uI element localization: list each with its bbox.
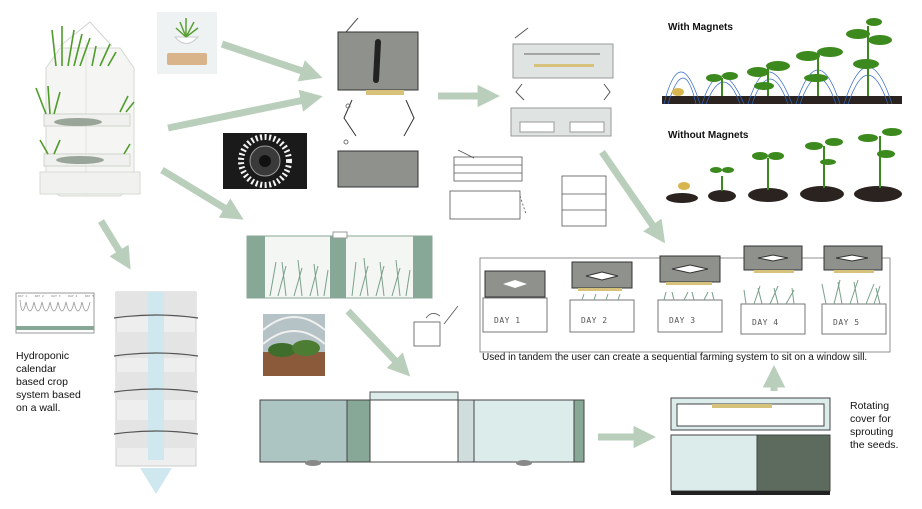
caption-rotating: Rotating cover for sprouting the seeds.: [850, 400, 898, 452]
caption-tandem: Used in tandem the user can create a seq…: [482, 352, 868, 363]
arrow-cover-to-sequence: [599, 150, 666, 244]
mini-chart-day-labels: DAY 1 DAY 2 DAY 3 DAY 4 DAY 5: [18, 294, 94, 298]
mini-calendar-chart: [15, 292, 95, 334]
heading-without-magnets: Without Magnets: [668, 130, 749, 141]
plant-growth-with-magnets: [662, 18, 902, 105]
caption-line: system based: [16, 389, 81, 401]
heading-with-magnets: With Magnets: [668, 22, 733, 33]
caption-line: cover for: [850, 413, 891, 425]
caption-line: based crop: [16, 376, 68, 388]
caption-line: the seeds.: [850, 439, 899, 451]
mini-chart-label: DAY 5: [84, 294, 94, 298]
day-label-3: DAY 3: [669, 316, 696, 325]
arrow-tower-to-panel: [167, 89, 323, 132]
caption-line: Hydroponic: [16, 350, 70, 362]
levitating-plant-photo: [157, 12, 217, 74]
arrow-lamp-to-panel: [220, 40, 323, 82]
caption-line: on a wall.: [16, 402, 61, 414]
rotate-sketch-icon: [413, 305, 459, 347]
sketch-drawers: [449, 149, 607, 227]
arrow-tower-to-garden: [160, 167, 244, 220]
magnet-panel-exploded: [337, 17, 419, 188]
long-planter: [259, 391, 585, 466]
caption-line: calendar: [16, 363, 57, 375]
arrow-garden-to-planter: [345, 308, 411, 377]
day-label-4: DAY 4: [752, 318, 779, 327]
arrow-tower-to-wall: [98, 219, 131, 270]
grass-garden-unit: [246, 231, 433, 299]
flow-arrows: [98, 40, 786, 449]
day-label-1: DAY 1: [494, 316, 521, 325]
caption-line: Rotating: [850, 400, 890, 412]
cover-exploded: [510, 27, 614, 137]
caption-hydroponic: Hydroponic calendar based crop system ba…: [16, 350, 81, 415]
day-label-2: DAY 2: [581, 316, 608, 325]
caption-line: sprouting: [850, 426, 894, 438]
plant-growth-without-magnets: [666, 128, 902, 203]
day-label-5: DAY 5: [833, 318, 860, 327]
rotating-cover-unit: [670, 397, 831, 495]
hydroponic-tower: [35, 21, 141, 197]
wall-calendar-system: [113, 291, 199, 494]
day-sequence: [479, 245, 891, 353]
greenhouse-photo: [262, 314, 326, 376]
mini-chart-label: DAY 1: [18, 294, 28, 298]
mini-chart-label: DAY 3: [51, 294, 61, 298]
mini-chart-label: DAY 4: [68, 294, 78, 298]
mini-chart-label: DAY 2: [34, 294, 44, 298]
magnet-ring-photo: [223, 133, 307, 189]
